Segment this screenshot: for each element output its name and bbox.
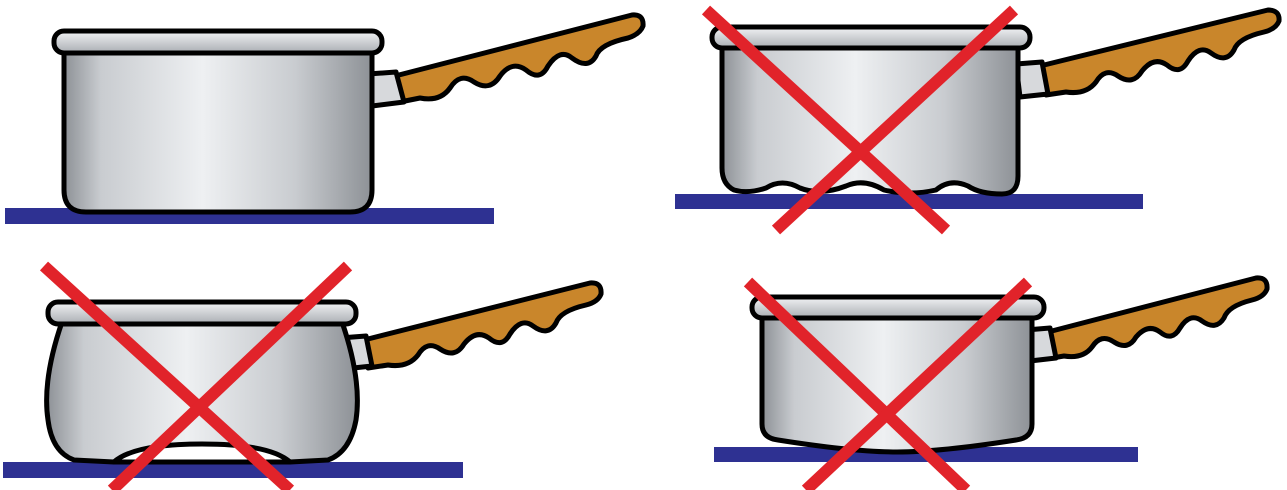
pot-handle xyxy=(1048,278,1267,358)
pot-handle xyxy=(1040,10,1279,95)
pot-rim xyxy=(54,31,382,53)
pot-body xyxy=(64,48,372,212)
pot-body xyxy=(47,322,358,462)
panel-warped-bottom xyxy=(675,10,1279,230)
panel-bulging-bottom xyxy=(3,266,601,490)
pot-handle xyxy=(395,15,643,102)
pot-handle xyxy=(364,283,601,368)
handle-bracket xyxy=(1016,62,1048,97)
panel-flat-bottom xyxy=(5,15,643,224)
panel-pot-smaller-than-hob xyxy=(714,278,1267,490)
